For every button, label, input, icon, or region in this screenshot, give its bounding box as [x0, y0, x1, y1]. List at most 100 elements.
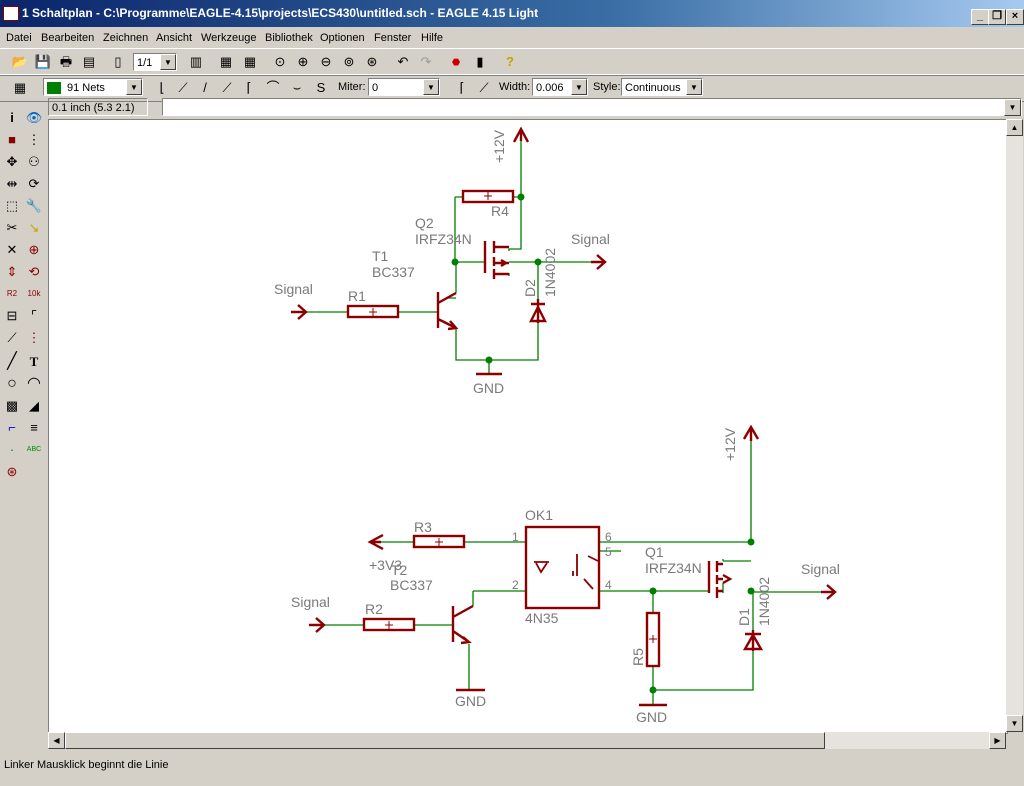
- stop-icon[interactable]: ⬣: [452, 57, 460, 67]
- replace-icon[interactable]: ⟲: [28, 264, 40, 279]
- menu-ansicht[interactable]: Ansicht: [156, 32, 193, 44]
- erc-icon[interactable]: ⊛: [6, 464, 18, 479]
- bend-style-2-icon[interactable]: /: [203, 80, 207, 95]
- delete-icon[interactable]: ✕: [6, 242, 18, 257]
- bend-style-3-icon[interactable]: ⟋: [222, 80, 232, 95]
- paste-icon[interactable]: ↘: [28, 220, 40, 235]
- value-icon[interactable]: 10k: [27, 289, 41, 298]
- arc-icon[interactable]: ◠: [27, 375, 41, 392]
- split-icon[interactable]: ⟋: [7, 330, 17, 345]
- bus-icon[interactable]: ⌐: [8, 420, 16, 435]
- menu-bibliothek[interactable]: Bibliothek: [265, 32, 313, 44]
- title-bar: 1 Schaltplan - C:\Programme\EAGLE-4.15\p…: [0, 0, 1024, 27]
- zoom-out-icon[interactable]: ⊖: [320, 54, 332, 69]
- show-icon[interactable]: 👁: [25, 110, 43, 125]
- bend-style-4-icon[interactable]: ⌈: [246, 80, 252, 95]
- chevron-down-icon[interactable]: ▼: [571, 79, 587, 95]
- maximize-button[interactable]: ❐: [988, 9, 1006, 25]
- eagle-app-icon[interactable]: [3, 6, 19, 21]
- menu-fenster[interactable]: Fenster: [374, 32, 412, 44]
- bend-style-5-icon[interactable]: ⌒: [266, 80, 280, 95]
- invoke-icon[interactable]: ⋮: [27, 330, 41, 345]
- go-icon[interactable]: ▮: [476, 54, 484, 69]
- schematic-canvas[interactable]: +12V Q2 IRFZ34N R4 Signal T1 BC337 D2 1N…: [48, 119, 1008, 734]
- bend-style-7-icon[interactable]: S: [316, 80, 326, 95]
- scroll-thumb[interactable]: [65, 732, 825, 749]
- part-name: R4: [491, 203, 509, 219]
- library-icon[interactable]: ▥: [189, 54, 203, 69]
- command-line-input[interactable]: ▼: [162, 98, 1022, 116]
- menu-optionen[interactable]: Optionen: [320, 32, 365, 44]
- print-icon[interactable]: 🖶: [59, 54, 73, 69]
- width-select[interactable]: 0.006▼: [532, 78, 588, 96]
- miter-straight-icon[interactable]: ⟋: [479, 80, 489, 95]
- scroll-down-icon[interactable]: ▼: [1006, 715, 1023, 732]
- horizontal-scrollbar[interactable]: ◀ ▶: [48, 732, 1006, 749]
- chevron-down-icon[interactable]: ▼: [160, 54, 176, 70]
- bend-style-6-icon[interactable]: ⌣: [292, 80, 302, 95]
- undo-icon[interactable]: ↶: [397, 54, 409, 69]
- scroll-up-icon[interactable]: ▲: [1006, 119, 1023, 136]
- zoom-in-icon[interactable]: ⊕: [297, 54, 309, 69]
- cut-icon[interactable]: ✂: [6, 220, 18, 235]
- label-icon[interactable]: ABC: [26, 446, 42, 453]
- rotate-icon[interactable]: ⟳: [28, 176, 40, 191]
- miter-round-icon[interactable]: ⌈: [459, 80, 465, 95]
- vertical-scrollbar[interactable]: ▲ ▼: [1006, 119, 1023, 732]
- part-value: IRFZ34N: [645, 560, 702, 576]
- redraw-icon[interactable]: ⊚: [343, 54, 355, 69]
- part-name: T2: [391, 562, 408, 578]
- mirror-icon[interactable]: ⇹: [6, 176, 18, 191]
- junction-icon[interactable]: ·: [9, 442, 15, 457]
- name-icon[interactable]: R2: [6, 289, 18, 298]
- rect-icon[interactable]: ▩: [5, 398, 19, 413]
- help-icon[interactable]: ?: [506, 54, 514, 69]
- menu-bearbeiten[interactable]: Bearbeiten: [41, 32, 95, 44]
- chevron-down-icon[interactable]: ▼: [1004, 99, 1021, 116]
- zoom-fit-icon[interactable]: ⊙: [274, 54, 286, 69]
- text-icon[interactable]: T: [29, 354, 39, 369]
- change-icon[interactable]: 🔧: [25, 198, 43, 213]
- move-icon[interactable]: ✥: [6, 154, 18, 169]
- scroll-right-icon[interactable]: ▶: [989, 732, 1006, 749]
- chevron-down-icon[interactable]: ▼: [686, 79, 702, 95]
- info-icon[interactable]: i: [10, 110, 14, 125]
- circle-icon[interactable]: ○: [7, 375, 17, 392]
- menu-datei[interactable]: Datei: [6, 32, 32, 44]
- mark-icon[interactable]: ⋮: [27, 132, 41, 147]
- cam-icon[interactable]: ▤: [82, 54, 96, 69]
- net-icon[interactable]: ≡: [30, 420, 38, 435]
- close-button[interactable]: ×: [1006, 9, 1024, 25]
- chevron-down-icon[interactable]: ▼: [423, 79, 439, 95]
- group-icon[interactable]: ⬚: [5, 198, 19, 213]
- copy-icon[interactable]: ⚇: [28, 154, 40, 169]
- style-select[interactable]: Continuous▼: [621, 78, 703, 96]
- miter-icon[interactable]: ⌜: [30, 308, 38, 323]
- redo-icon[interactable]: ↷: [420, 54, 432, 69]
- menu-zeichnen[interactable]: Zeichnen: [103, 32, 149, 44]
- sheet-select[interactable]: 1/1▼: [133, 53, 177, 71]
- scroll-left-icon[interactable]: ◀: [48, 732, 65, 749]
- zoom-select-icon[interactable]: ⊛: [366, 54, 378, 69]
- chevron-down-icon[interactable]: ▼: [126, 79, 142, 95]
- miter-select[interactable]: 0▼: [368, 78, 440, 96]
- bend-style-1-icon[interactable]: ⟋: [178, 80, 188, 95]
- pinswap-icon[interactable]: ⇕: [6, 264, 18, 279]
- save-icon[interactable]: 💾: [34, 54, 52, 69]
- menu-hilfe[interactable]: Hilfe: [421, 32, 444, 44]
- layer-select[interactable]: 91 Nets ▼: [43, 78, 143, 96]
- bend-style-0-icon[interactable]: ⌊: [159, 80, 165, 95]
- sheet-icon[interactable]: ▯: [114, 54, 122, 69]
- ulp-icon[interactable]: ▦: [243, 54, 257, 69]
- menu-werkzeuge[interactable]: Werkzeuge: [201, 32, 257, 44]
- open-icon[interactable]: 📂: [11, 54, 29, 69]
- minimize-button[interactable]: _: [971, 9, 989, 25]
- smash-icon[interactable]: ⊟: [6, 308, 18, 323]
- grid-icon[interactable]: ▦: [13, 80, 27, 95]
- script-icon[interactable]: ▦: [219, 54, 233, 69]
- display-icon[interactable]: ■: [8, 132, 16, 147]
- add-icon[interactable]: ⊕: [28, 242, 40, 257]
- wire-icon[interactable]: ╱: [7, 353, 17, 370]
- polygon-icon[interactable]: ◢: [29, 398, 39, 413]
- main-toolbar: 📂 💾 🖶 ▤ ▯ 1/1▼ ▥ ▦ ▦ ⊙ ⊕ ⊖ ⊚ ⊛ ↶ ↷ ⬣ ▮ ?: [0, 48, 1024, 76]
